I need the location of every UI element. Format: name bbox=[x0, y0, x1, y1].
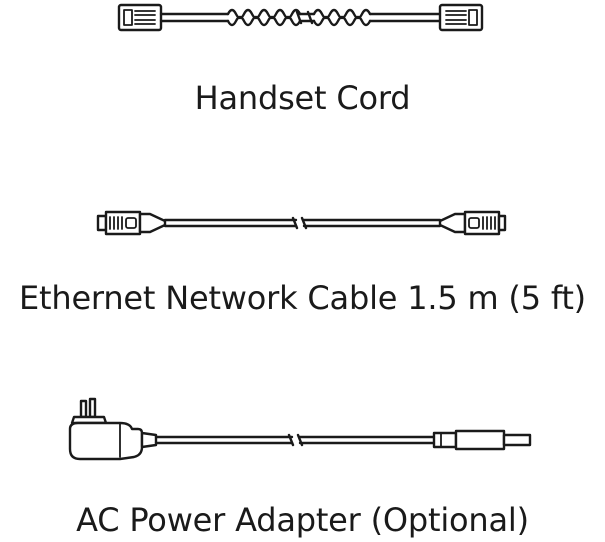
handset-cord-icon bbox=[117, 3, 484, 32]
ac-power-adapter-icon bbox=[68, 397, 532, 461]
ac-power-adapter-label: AC Power Adapter (Optional) bbox=[76, 501, 529, 539]
ethernet-cable-label: Ethernet Network Cable 1.5 m (5 ft) bbox=[19, 279, 586, 317]
ethernet-cable-icon bbox=[96, 210, 507, 236]
ethernet-cable-item: Ethernet Network Cable 1.5 m (5 ft) bbox=[0, 200, 605, 330]
handset-cord-item: Handset Cord bbox=[0, 0, 605, 120]
handset-cord-label: Handset Cord bbox=[194, 79, 411, 117]
ac-power-adapter-item: AC Power Adapter (Optional) bbox=[0, 395, 605, 542]
